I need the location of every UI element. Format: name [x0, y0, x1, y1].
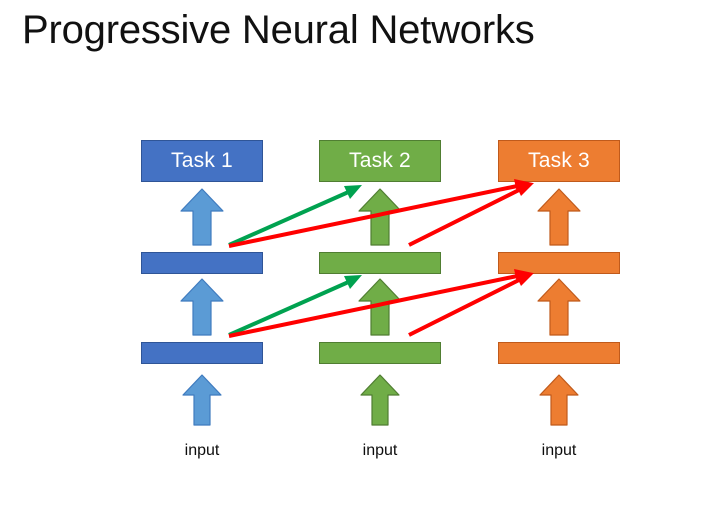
- task-box-task3[interactable]: Task 3: [498, 140, 620, 182]
- up-arrow-task1-to-task: [180, 188, 224, 246]
- up-arrow-task2-to-task: [358, 188, 402, 246]
- task-box-label: Task 1: [171, 149, 233, 172]
- layer-bar-task1-layer1: [141, 342, 263, 364]
- up-arrow-task2-layer1-to-layer2: [358, 278, 402, 336]
- input-label-text: input: [184, 442, 220, 459]
- up-arrow-task2-input: [360, 374, 400, 426]
- layer-bar-task1-layer2: [141, 252, 263, 274]
- lateral-arrow-red-lower-short: [408, 273, 534, 337]
- input-label-task2: input: [319, 442, 441, 460]
- layer-bar-task2-layer1: [319, 342, 441, 364]
- task-box-label: Task 2: [349, 149, 411, 172]
- layer-bar-task3-layer1: [498, 342, 620, 364]
- input-label-task3: input: [498, 442, 620, 460]
- up-arrow-task1-input: [182, 374, 222, 426]
- up-arrow-task3-layer1-to-layer2: [537, 278, 581, 336]
- lateral-arrow-green-lower: [228, 275, 362, 337]
- lateral-arrow-red-upper-short: [408, 183, 534, 247]
- layer-bar-task3-layer2: [498, 252, 620, 274]
- up-arrow-task1-layer1-to-layer2: [180, 278, 224, 336]
- input-label-text: input: [362, 442, 398, 459]
- up-arrow-task3-to-task: [537, 188, 581, 246]
- input-label-task1: input: [141, 442, 263, 460]
- layer-bar-task2-layer2: [319, 252, 441, 274]
- page-title: Progressive Neural Networks: [22, 8, 535, 52]
- up-arrow-task3-input: [539, 374, 579, 426]
- lateral-arrow-green-upper: [228, 185, 362, 247]
- task-box-task2[interactable]: Task 2: [319, 140, 441, 182]
- task-box-label: Task 3: [528, 149, 590, 172]
- task-box-task1[interactable]: Task 1: [141, 140, 263, 182]
- input-label-text: input: [541, 442, 577, 459]
